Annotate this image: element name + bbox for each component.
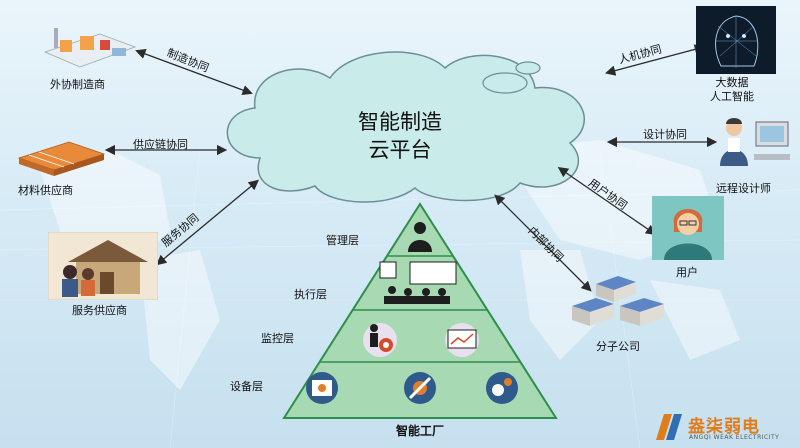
- brand-logo-icon: [656, 414, 682, 440]
- arrow-human-machine: [604, 44, 706, 76]
- node-label-bigdata: 大数据: [715, 76, 749, 89]
- designer-icon: [720, 118, 790, 166]
- manager-icon: [408, 222, 432, 252]
- cloud-platform-title: 智能制造 云平台: [330, 108, 470, 164]
- smart-factory-pyramid: [282, 202, 558, 419]
- node-label-service-supplier: 服务供应商: [72, 304, 127, 317]
- service-photo-icon: [48, 232, 158, 300]
- link-label-design: 设计协同: [643, 128, 687, 141]
- node-label-material-supplier: 材料供应商: [18, 184, 73, 197]
- meeting-icon: [379, 261, 457, 304]
- engineer-gear-icon: [363, 323, 397, 357]
- cloud-title-line1: 智能制造: [358, 110, 442, 134]
- pyramid-title: 智能工厂: [395, 424, 444, 438]
- node-label-user: 用户: [676, 266, 698, 279]
- layer-label-monitoring: 监控层: [261, 332, 294, 345]
- layer-label-execution: 执行层: [294, 288, 327, 301]
- node-label-manufacturer: 外协制造商: [50, 78, 105, 91]
- wrench-gear-icon: [404, 372, 436, 404]
- arrow-user: [557, 167, 657, 235]
- node-label-bigdata-ai: 大数据 人工智能: [702, 76, 762, 104]
- node-label-ai: 人工智能: [710, 90, 754, 103]
- brand-logo: 盎柒弱电 ANGQI WEAK ELECTRICITY: [652, 410, 797, 446]
- gears-icon: [486, 372, 518, 404]
- link-label-supply-chain: 供应链协同: [133, 138, 188, 151]
- layer-label-management: 管理层: [326, 234, 359, 247]
- ai-face-icon: [696, 6, 776, 74]
- cloud-title-line2: 云平台: [368, 138, 432, 162]
- node-label-subsidiaries: 分子公司: [596, 340, 640, 353]
- subsidiary-buildings-icon: [572, 276, 664, 326]
- layer-label-equipment: 设备层: [230, 380, 263, 393]
- factory-icon: [43, 28, 137, 68]
- arrow-internal: [494, 194, 592, 292]
- settings-panel-icon: [306, 372, 338, 404]
- warehouse-icon: [17, 141, 106, 176]
- brand-subtitle: ANGQI WEAK ELECTRICITY: [689, 434, 780, 441]
- cloud-platform-shape: [226, 51, 586, 203]
- user-avatar-icon: [652, 196, 724, 260]
- arrow-service: [156, 179, 259, 266]
- brand-name: 盎柒弱电: [688, 417, 760, 437]
- arrow-manufacturing: [135, 48, 253, 96]
- chart-monitor-icon: [445, 323, 479, 357]
- node-label-remote-designer: 远程设计师: [716, 182, 771, 195]
